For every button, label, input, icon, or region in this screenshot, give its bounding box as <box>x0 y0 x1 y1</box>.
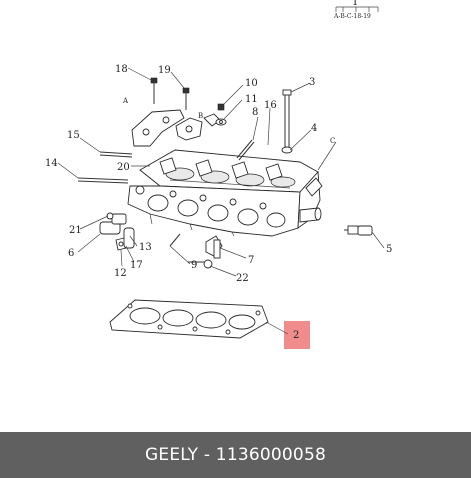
callout-12: 12 <box>114 268 127 279</box>
sensor-5 <box>344 225 373 236</box>
letter-label-b: B <box>198 112 203 120</box>
highlight-marker <box>284 321 310 349</box>
sensor-6-21 <box>99 212 127 235</box>
header-note: 1 A-B-C-18-19 <box>333 0 379 20</box>
callout-2: 2 <box>293 330 299 341</box>
callout-21: 21 <box>69 225 82 236</box>
studs-14-15 <box>77 151 133 184</box>
rocker-carrier-parts <box>131 109 221 147</box>
callout-19: 19 <box>158 65 171 76</box>
head-gasket-2 <box>109 299 269 339</box>
cylinder-head <box>127 149 323 237</box>
head-bolt-3 <box>281 89 293 154</box>
callout-15: 15 <box>67 130 80 141</box>
caption-bar: GEELY - 1136000058 <box>0 432 471 478</box>
exploded-parts-diagram: 1 A-B-C-18-19 <box>45 0 392 341</box>
callout-9: 9 <box>191 260 197 271</box>
small-fasteners <box>215 103 255 161</box>
parts-12-13-17 <box>115 227 181 251</box>
callout-7: 7 <box>248 255 254 266</box>
callout-10: 10 <box>245 78 258 89</box>
callout-6: 6 <box>68 248 74 259</box>
bolts-18-19 <box>150 77 190 110</box>
letter-label-a: A <box>122 97 129 105</box>
callout-16: 16 <box>264 100 277 111</box>
callout-4: 4 <box>311 123 317 134</box>
callout-11: 11 <box>245 94 258 105</box>
callout-13: 13 <box>139 242 152 253</box>
callout-20: 20 <box>117 162 130 173</box>
header-note-text: A-B-C-18-19 <box>333 13 371 20</box>
callout-18: 18 <box>115 64 128 75</box>
callout-5: 5 <box>386 244 392 255</box>
callout-14: 14 <box>45 158 58 169</box>
callout-8: 8 <box>252 107 258 118</box>
letter-label-c: C <box>330 137 335 145</box>
callout-22: 22 <box>236 273 249 284</box>
callout-17: 17 <box>130 260 143 271</box>
header-note-number: 1 <box>352 0 358 8</box>
leader-lines <box>57 67 385 335</box>
callout-3: 3 <box>309 77 315 88</box>
part-number-caption: GEELY - 1136000058 <box>145 445 326 465</box>
